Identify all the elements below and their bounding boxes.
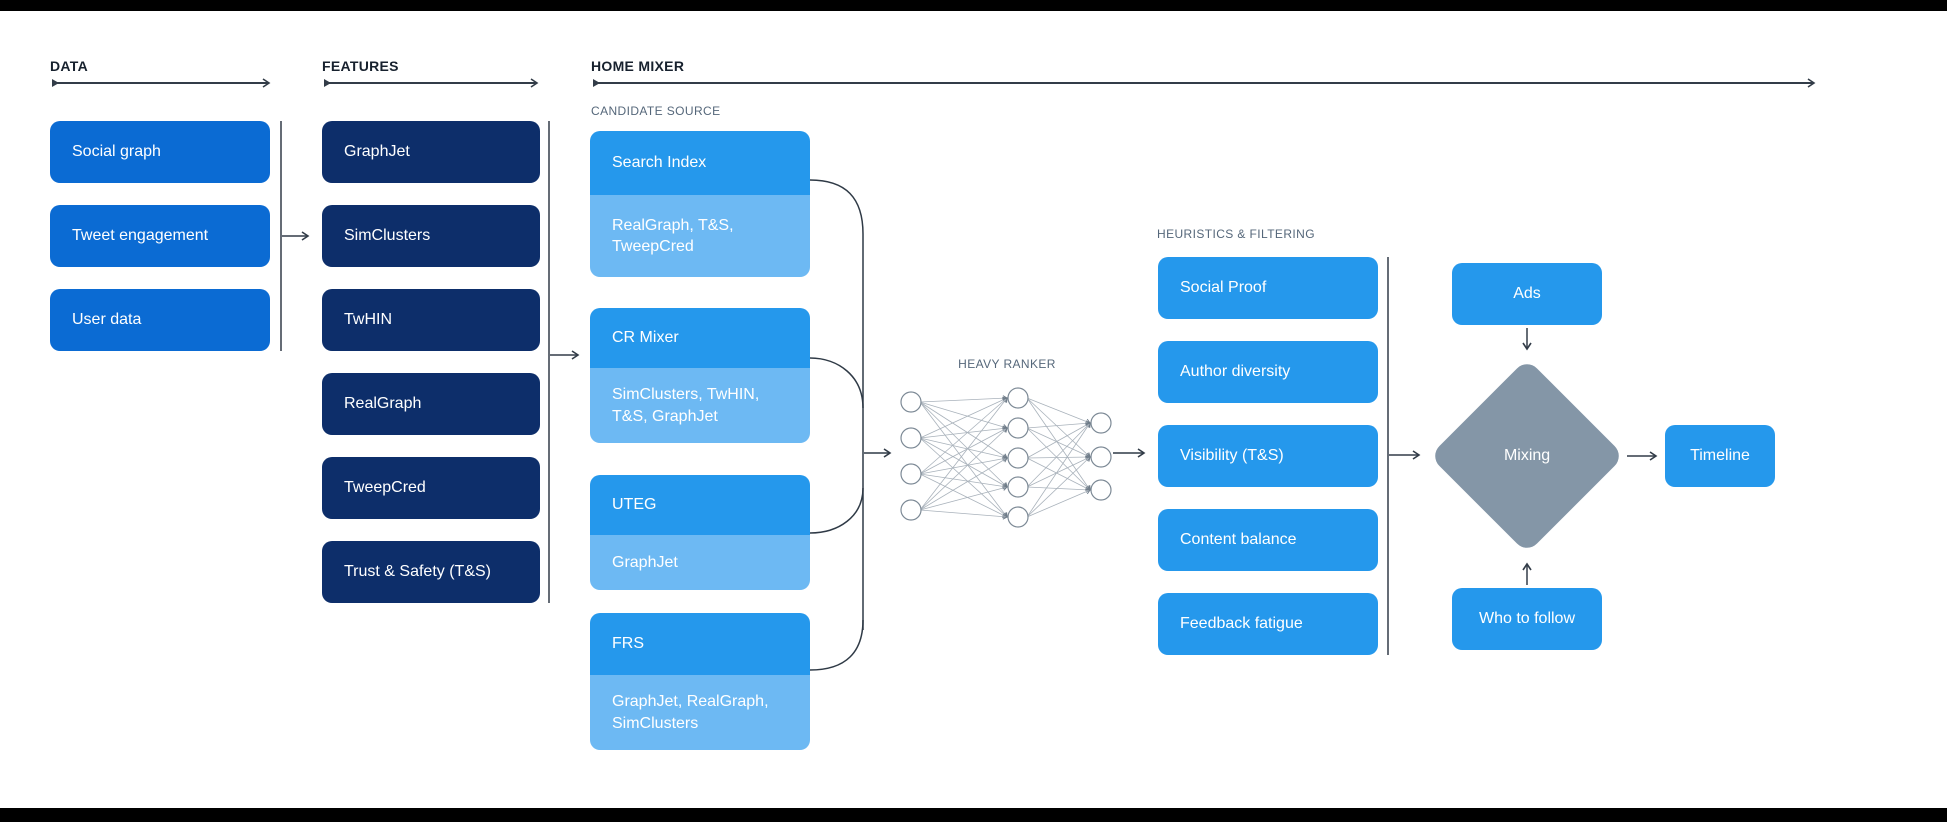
heuristics-filtering-label: HEURISTICS & FILTERING — [1157, 227, 1315, 241]
section-title-features: FEATURES — [322, 58, 399, 74]
section-title-home-mixer: HOME MIXER — [591, 58, 685, 74]
candidate-group-cr-mixer: CR Mixer SimClusters, TwHIN, T&S, GraphJ… — [590, 308, 810, 443]
top-black-bar — [0, 0, 1947, 11]
node-realgraph: RealGraph — [322, 373, 540, 435]
node-simclusters: SimClusters — [322, 205, 540, 267]
node-tweepcred: TweepCred — [322, 457, 540, 519]
bottom-black-bar — [0, 808, 1947, 822]
node-social-proof: Social Proof — [1158, 257, 1378, 319]
heavy-ranker-label: HEAVY RANKER — [958, 357, 1056, 371]
node-who-to-follow: Who to follow — [1452, 588, 1602, 650]
candidate-source-label: CANDIDATE SOURCE — [591, 104, 721, 118]
node-trust-safety: Trust & Safety (T&S) — [322, 541, 540, 603]
node-social-graph: Social graph — [50, 121, 270, 183]
node-feedback-fatigue: Feedback fatigue — [1158, 593, 1378, 655]
node-content-balance: Content balance — [1158, 509, 1378, 571]
candidate-name: Search Index — [590, 131, 810, 195]
frs-merge-curve — [809, 619, 864, 671]
node-graphjet: GraphJet — [322, 121, 540, 183]
node-author-diversity: Author diversity — [1158, 341, 1378, 403]
candidate-name: CR Mixer — [590, 308, 810, 368]
candidate-name: FRS — [590, 613, 810, 675]
cr-mixer-merge-curve — [809, 357, 864, 409]
node-ads: Ads — [1452, 263, 1602, 325]
node-visibility-ts: Visibility (T&S) — [1158, 425, 1378, 487]
neural-net-nodes — [900, 387, 1112, 528]
candidate-group-search-index: Search Index RealGraph, T&S, TweepCred — [590, 131, 810, 277]
candidate-group-frs: FRS GraphJet, RealGraph, SimClusters — [590, 613, 810, 750]
node-user-data: User data — [50, 289, 270, 351]
candidate-features-used: GraphJet, RealGraph, SimClusters — [590, 675, 810, 750]
candidate-features-used: RealGraph, T&S, TweepCred — [590, 195, 810, 277]
candidate-name: UTEG — [590, 475, 810, 535]
section-title-data: DATA — [50, 58, 89, 74]
candidate-features-used: GraphJet — [590, 535, 810, 590]
uteg-merge-curve — [809, 487, 864, 534]
candidate-group-uteg: UTEG GraphJet — [590, 475, 810, 590]
neural-net-edges — [919, 395, 1091, 520]
candidate-features-used: SimClusters, TwHIN, T&S, GraphJet — [590, 368, 810, 443]
node-tweet-engagement: Tweet engagement — [50, 205, 270, 267]
node-twhin: TwHIN — [322, 289, 540, 351]
search-index-merge-curve — [809, 179, 864, 630]
node-timeline: Timeline — [1665, 425, 1775, 487]
